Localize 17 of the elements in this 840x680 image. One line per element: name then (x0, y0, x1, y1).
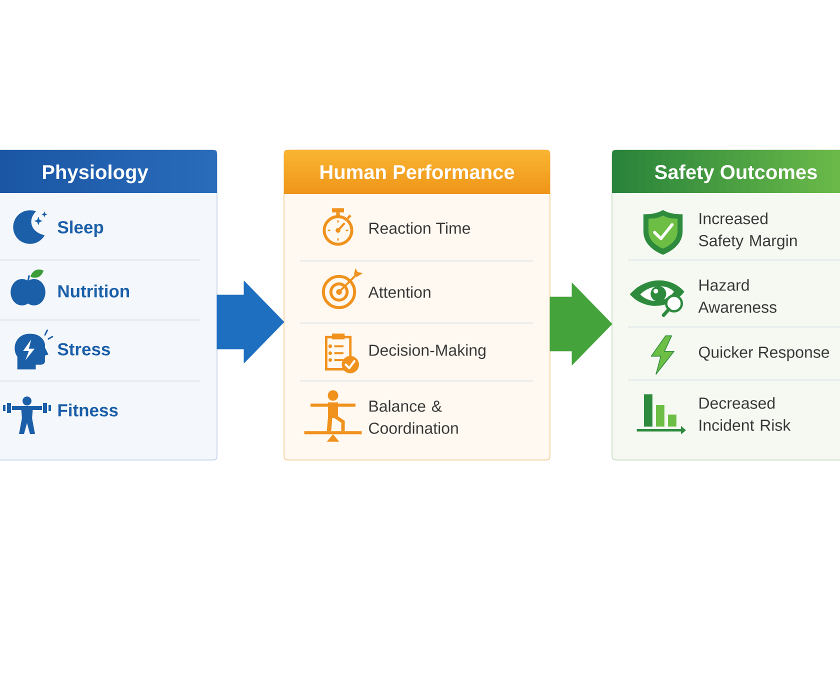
arrow (550, 282, 612, 366)
item-label: Stress (58, 343, 110, 356)
item-label: Balance & Coordination (369, 400, 458, 434)
item-label: Decision-Making (370, 344, 486, 360)
item-label: Reaction Time (370, 222, 470, 234)
item-label: Hazard Awareness (698, 279, 776, 313)
item-label: Nutrition (58, 284, 130, 298)
item-label: Attention (368, 286, 430, 298)
arrow (216, 280, 284, 364)
item-label: Quicker Response (698, 346, 830, 362)
panel-header: Human Performance (284, 150, 550, 194)
panel-header: Safety Outcomes (612, 150, 840, 193)
panel-header: Physiology (0, 150, 217, 193)
item-label: Sleep (58, 220, 104, 237)
item-label: Fitness (58, 404, 118, 416)
item-label: Increased Safety Margin (698, 212, 797, 250)
item-label: Decreased Incident Risk (700, 397, 791, 431)
